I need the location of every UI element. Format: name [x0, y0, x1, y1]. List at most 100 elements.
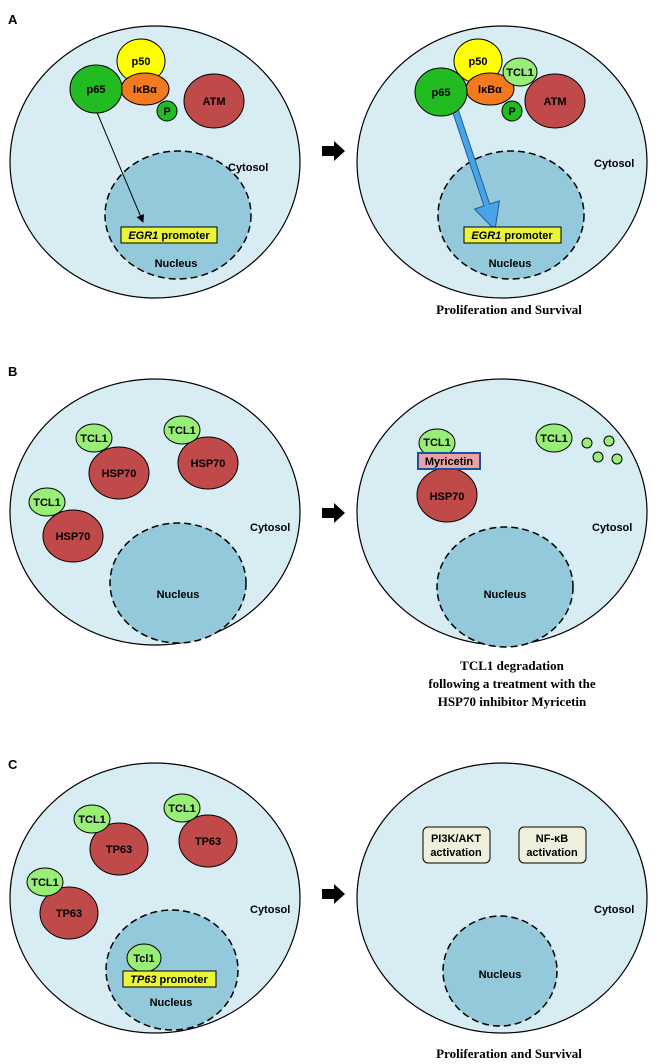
panel-b-right-fragment-2	[603, 435, 615, 447]
panel-a-left-nucleus-label: Nucleus	[155, 258, 198, 270]
panel-a-right-atm-label: ATM	[543, 96, 566, 108]
panel-b-right-fragment-4	[611, 453, 623, 465]
panel-b-right-myricetin-box	[417, 452, 481, 470]
panel-b-right-fragment-3	[592, 451, 604, 463]
panel-b-left-hsp70-1	[88, 446, 150, 500]
panel-c-transition-arrow	[322, 884, 345, 904]
panel-c-left-tp63-1	[89, 822, 149, 876]
panel-c-left-nucleus-label: Nucleus	[150, 997, 193, 1009]
panel-a-right-nucleus-label: Nucleus	[489, 258, 532, 270]
panel-b-letter: B	[8, 364, 17, 379]
panel-b-right-fragment-1	[581, 437, 593, 449]
panel-b-caption-line-3: HSP70 inhibitor Myricetin	[438, 694, 587, 709]
panel-a-right-promoter-box	[463, 226, 562, 244]
panel-a-left-phospho	[156, 100, 178, 122]
panel-b-left-tcl1-2	[163, 415, 201, 445]
panel-b-transition-arrow	[322, 503, 345, 523]
panel-b-caption-line-2: following a treatment with the	[428, 676, 596, 691]
panel-a-left-promoter-box	[120, 226, 218, 244]
panel-a-letter: A	[8, 12, 18, 27]
panel-c-right-pi3k-box	[422, 826, 491, 864]
panel-b-left-nucleus-label: Nucleus	[157, 589, 200, 601]
panel-c-caption: Proliferation and Survival	[436, 1046, 582, 1061]
panel-b-left-cytosol-label: Cytosol	[250, 522, 290, 534]
panel-c-left-tp63-label-1: TP63	[106, 844, 132, 856]
panel-c-right-pi3k-label-line-2: activation	[430, 847, 482, 859]
panel-c-letter: C	[8, 757, 18, 772]
panel-c-right-cytosol-label: Cytosol	[594, 904, 634, 916]
panel-a-right-promoter-label: EGR1 promoter	[471, 230, 553, 242]
panel-b-left-tcl1-label-1: TCL1	[80, 433, 108, 445]
panel-b: B HSP70 TCL1 HSP70 TCL1 HSP70 TCL1 Nucle…	[8, 364, 648, 709]
panel-a-left-atm	[183, 73, 245, 129]
panel-b-left-hsp70-label-3: HSP70	[56, 531, 91, 543]
panel-b-left-hsp70-label-2: HSP70	[191, 458, 226, 470]
panel-b-right-nucleus-label: Nucleus	[484, 589, 527, 601]
panel-b-right-tcl1-free	[535, 423, 573, 453]
panel-c-left-tp63-2	[178, 814, 238, 868]
panel-a-right-blue-arrow	[450, 106, 501, 232]
panel-c-right-pi3k-label-line-1: PI3K/AKT	[431, 833, 481, 845]
panel-a-right-tcl1-label: TCL1	[506, 67, 534, 79]
panel-b-left-tcl1-3	[28, 487, 66, 517]
panel-b-left-hsp70-3	[42, 509, 104, 563]
panel-b-left-tcl1-label-2: TCL1	[168, 425, 196, 437]
panel-a-right-atm	[524, 73, 586, 129]
panel-c-right-nucleus	[442, 915, 558, 1027]
panel-b-right-tcl1-label-bound: TCL1	[423, 437, 451, 449]
panel-b-right-cytosol-label: Cytosol	[592, 522, 632, 534]
panel-a-left-cytosol-label: Cytosol	[228, 162, 268, 174]
panel-a-right-ikba-label: IκBα	[478, 84, 502, 96]
panel-a-transition-arrow	[322, 141, 345, 161]
panel-a-right-cytosol-label: Cytosol	[594, 158, 634, 170]
panel-a-left-p50-label: p50	[132, 56, 151, 68]
panel-c-left-tcl1-1	[73, 804, 111, 834]
panel-c-left-promoter-box	[122, 970, 217, 988]
panel-c-right-nfkb-box	[518, 826, 587, 864]
panel-a-left-nucleus	[104, 150, 252, 280]
panel-a-caption: Proliferation and Survival	[436, 302, 582, 317]
panel-c-left-tp63-3	[39, 886, 99, 940]
panel-b-right-hsp70-label: HSP70	[430, 491, 465, 503]
panel-a-right-p65	[414, 67, 468, 117]
panel-a-right-p50-label: p50	[469, 56, 488, 68]
panel-a-left-p65	[69, 64, 123, 114]
panel-b-left-hsp70-label-1: HSP70	[102, 468, 137, 480]
panel-c-left-tcl1-label-1: TCL1	[78, 814, 106, 826]
panel-a-right-phospho	[501, 100, 523, 122]
panel-c: C TP63 TCL1 TP63 TCL1 TP63 TCL1 Tcl1 TP6…	[8, 757, 648, 1061]
panel-c-left-tcl1-label-2: TCL1	[168, 803, 196, 815]
panel-a-right-phospho-label: P	[508, 106, 515, 118]
panel-a: A p50 IκBα p65 P ATM EGR1 promoter Nucle…	[8, 12, 648, 317]
panel-b-right-nucleus	[436, 526, 574, 648]
panel-b-right-myricetin-label: Myricetin	[425, 456, 474, 468]
panel-a-right-p65-label: p65	[432, 87, 451, 99]
panel-c-left-tcl1-label-3: TCL1	[31, 877, 59, 889]
panel-b-left-hsp70-2	[177, 436, 239, 490]
panel-a-left-promoter-label: EGR1 promoter	[128, 230, 210, 242]
panel-c-left-tcl1-3	[26, 867, 64, 897]
panel-b-left-tcl1-1	[75, 423, 113, 453]
panel-a-right-tcl1	[502, 57, 538, 87]
panel-c-right-nucleus-label: Nucleus	[479, 969, 522, 981]
panel-a-left-atm-label: ATM	[202, 96, 225, 108]
panel-a-left-thin-arrow	[95, 109, 144, 223]
panel-a-right-nucleus	[437, 150, 585, 280]
panel-c-right-nfkb-label-line-1: NF-κB	[536, 833, 568, 845]
panel-b-caption-line-1: TCL1 degradation	[460, 658, 564, 673]
panel-a-left-p65-label: p65	[87, 84, 106, 96]
panel-a-left-phospho-label: P	[163, 106, 170, 118]
panel-b-left-nucleus	[109, 522, 247, 644]
panel-b-left-tcl1-label-3: TCL1	[33, 497, 61, 509]
panel-b-right-tcl1-label-free: TCL1	[540, 433, 568, 445]
panel-c-left-nucleus	[105, 909, 239, 1031]
panel-c-left-promoter-label: TP63 promoter	[130, 974, 208, 986]
panel-c-left-tp63-label-2: TP63	[195, 836, 221, 848]
panel-c-left-tcl1-nuclear-label: Tcl1	[133, 953, 154, 965]
panel-c-left-cytosol-label: Cytosol	[250, 904, 290, 916]
panel-c-left-tcl1-2	[163, 793, 201, 823]
panel-c-left-tp63-label-3: TP63	[56, 908, 82, 920]
panel-c-right-nfkb-label-line-2: activation	[526, 847, 578, 859]
panel-a-left-ikba-label: IκBα	[133, 84, 157, 96]
